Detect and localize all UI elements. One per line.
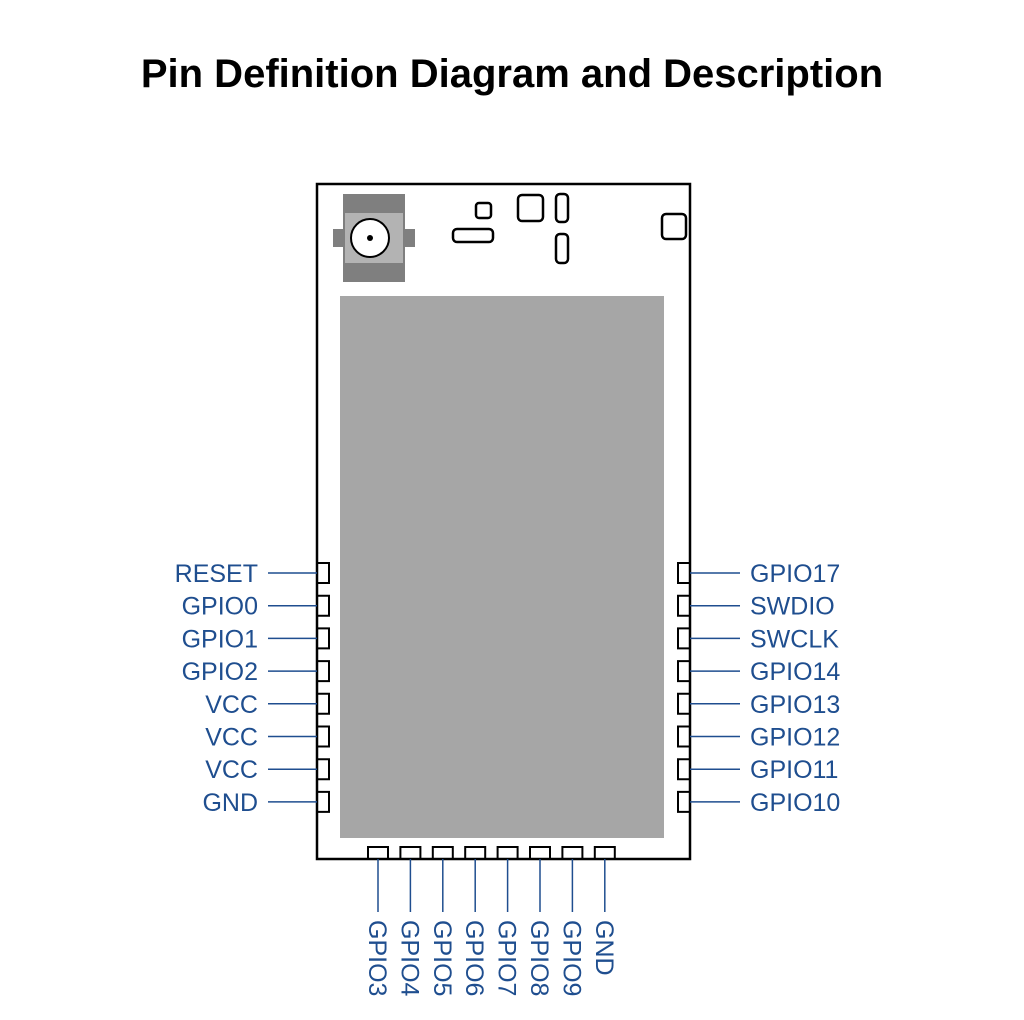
smd-component (474, 201, 493, 220)
pin-right-3: SWCLK (677, 625, 839, 653)
pin-label: RESET (175, 560, 258, 588)
pin-left-1: RESET (175, 560, 330, 588)
pin-left-8: GND (202, 789, 330, 817)
pin-pad (317, 562, 330, 584)
smd-component (554, 192, 570, 224)
pin-label: SWCLK (750, 625, 839, 653)
pin-label: GPIO4 (395, 920, 423, 997)
pin-label: GPIO17 (750, 560, 840, 588)
pin-label: VCC (205, 691, 258, 719)
pin-pad (593, 846, 616, 859)
pin-pad (561, 846, 584, 859)
pin-label: GPIO10 (750, 789, 840, 817)
pin-pad (317, 627, 330, 650)
pin-left-2: GPIO0 (182, 593, 330, 621)
pin-bottom-5: GPIO7 (493, 846, 521, 996)
pin-label: GPIO14 (750, 658, 840, 686)
pin-pad (431, 846, 454, 859)
smd-component (516, 193, 545, 223)
pin-pad (317, 758, 330, 781)
page-title: Pin Definition Diagram and Description (140, 52, 884, 96)
pin-pad (317, 660, 330, 683)
pin-left-5: VCC (205, 691, 330, 719)
pin-label: SWDIO (750, 593, 835, 621)
pin-label: GPIO7 (493, 920, 521, 996)
pin-label: GPIO13 (750, 691, 840, 719)
pin-pad (367, 846, 389, 859)
smd-component (554, 232, 570, 265)
pin-pad (399, 846, 422, 859)
pin-pad (677, 758, 690, 781)
pin-label: VCC (205, 756, 258, 784)
pin-label: GND (202, 789, 258, 817)
pin-label: GPIO1 (182, 625, 258, 653)
pin-right-2: SWDIO (677, 593, 835, 621)
pin-bottom-2: GPIO4 (395, 846, 423, 997)
pin-bottom-7: GPIO9 (557, 846, 585, 996)
pin-label: GPIO9 (557, 920, 585, 996)
pin-pad (677, 660, 690, 683)
antenna-connector-icon (333, 194, 415, 282)
pin-bottom-3: GPIO5 (428, 846, 456, 996)
pin-label: GND (590, 920, 618, 976)
pin-right-4: GPIO14 (677, 658, 840, 686)
pin-pad (317, 594, 330, 617)
pin-pad (317, 725, 330, 748)
pin-pad (677, 562, 690, 584)
pin-right-1: GPIO17 (677, 560, 840, 588)
pin-left-7: VCC (205, 756, 330, 784)
pin-pad (529, 846, 551, 859)
pin-bottom-1: GPIO3 (363, 846, 391, 996)
shield-can (340, 296, 664, 838)
pin-label: GPIO5 (428, 920, 456, 996)
pin-right-7: GPIO11 (677, 756, 838, 784)
pin-right-8: GPIO10 (677, 789, 840, 817)
pin-left-3: GPIO1 (182, 625, 330, 653)
pin-right-6: GPIO12 (677, 724, 840, 752)
pin-bottom-6: GPIO8 (525, 846, 553, 996)
pin-bottom-4: GPIO6 (460, 846, 488, 996)
pin-pad (677, 692, 690, 715)
pin-pad (317, 692, 330, 715)
pin-right-5: GPIO13 (677, 691, 840, 719)
pin-label: GPIO6 (460, 920, 488, 996)
pin-pad (677, 790, 690, 813)
pin-label: GPIO2 (182, 658, 258, 686)
pin-pad (677, 725, 690, 748)
pin-left-4: GPIO2 (182, 658, 330, 686)
smd-component (660, 212, 688, 241)
pin-label: VCC (205, 724, 258, 752)
pin-label: GPIO12 (750, 724, 840, 752)
pin-bottom-8: GND (590, 846, 618, 976)
pin-pad (677, 627, 690, 650)
pin-pad (317, 790, 330, 813)
smd-component (451, 227, 495, 244)
pin-label: GPIO11 (750, 756, 838, 784)
smd-components (451, 192, 688, 265)
pin-label: GPIO3 (363, 920, 391, 996)
pin-left-6: VCC (205, 724, 330, 752)
pin-pad (496, 846, 519, 859)
pin-pad (464, 846, 487, 859)
pin-label: GPIO8 (525, 920, 553, 996)
pin-label: GPIO0 (182, 593, 258, 621)
pin-pad (677, 594, 690, 617)
